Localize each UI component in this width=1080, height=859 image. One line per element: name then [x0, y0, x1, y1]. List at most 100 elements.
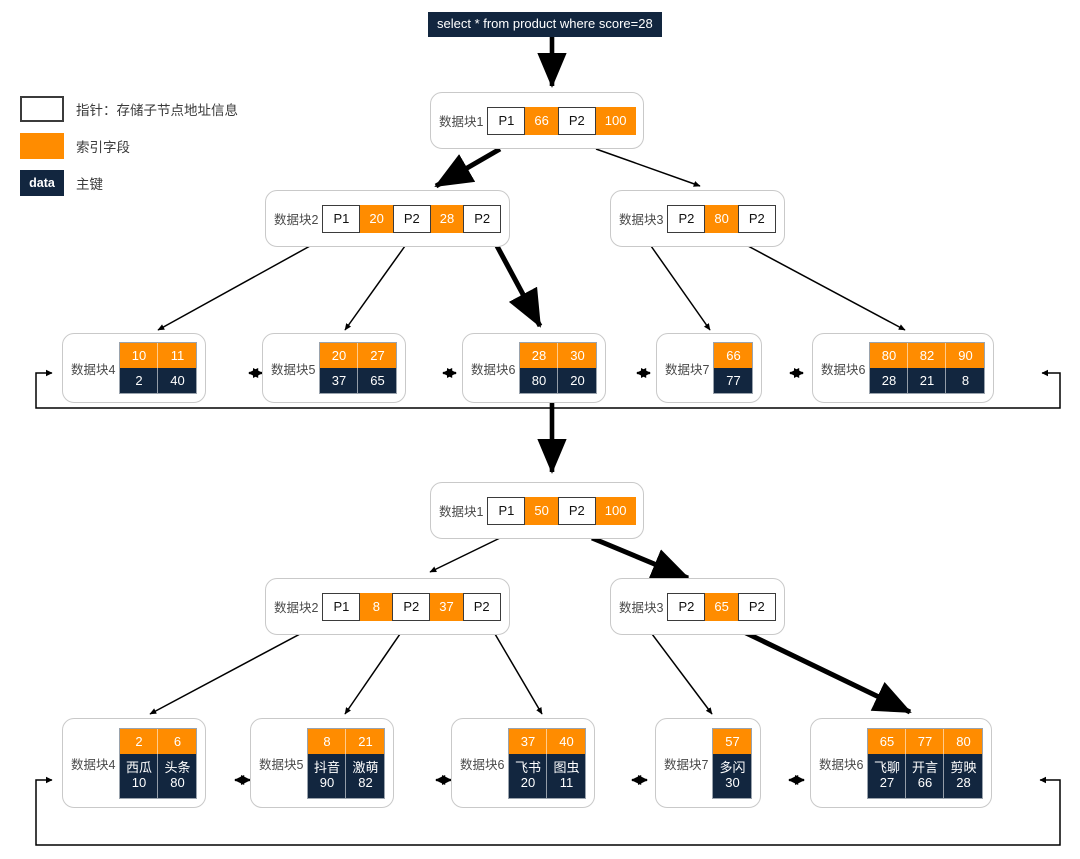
- leaf-key-cell: 80: [944, 728, 983, 754]
- record-name: 多闪: [719, 759, 746, 775]
- node-label: 数据块2: [274, 601, 319, 615]
- index-key-cell[interactable]: 100: [594, 496, 637, 525]
- node-label: 数据块5: [259, 757, 304, 772]
- pointer-cell[interactable]: P2: [557, 496, 596, 525]
- record-number: 20: [520, 774, 536, 790]
- leaf-key-cell: 6: [158, 728, 197, 754]
- leaf-value-cell: 20: [558, 368, 597, 393]
- leaf-value-row: 77: [714, 368, 753, 393]
- record-number: 90: [319, 774, 335, 790]
- leaf-key-cell: 30: [558, 343, 597, 368]
- pointer-cell[interactable]: P2: [462, 592, 501, 621]
- legend-item-pointer: 指针：存储子节点地址信息: [20, 96, 238, 122]
- index-key-cell[interactable]: 66: [524, 106, 559, 135]
- pointer-cell[interactable]: P2: [392, 592, 431, 621]
- node-label: 数据块1: [439, 115, 484, 129]
- pointer-cell[interactable]: P2: [667, 204, 706, 233]
- pointer-cell[interactable]: P2: [737, 592, 776, 621]
- record-number: 27: [879, 774, 895, 790]
- index-key-cell[interactable]: 50: [524, 496, 559, 525]
- pointer-cell[interactable]: P1: [322, 204, 361, 233]
- pointer-cell[interactable]: P1: [487, 106, 526, 135]
- record-number: 10: [131, 774, 147, 790]
- leaf-key-cell: 66: [714, 343, 753, 368]
- index-key-cell[interactable]: 20: [359, 204, 394, 233]
- index-key-cell[interactable]: 28: [429, 204, 465, 233]
- index-key-cell[interactable]: 65: [704, 592, 739, 621]
- node-label: 数据块4: [71, 757, 116, 772]
- pointer-cell[interactable]: P2: [392, 204, 431, 233]
- pointer-cell[interactable]: P2: [737, 204, 776, 233]
- leaf-key-cell: 21: [346, 728, 385, 754]
- leaf-value-cell: 2: [120, 368, 159, 393]
- record-name: 开言: [911, 759, 938, 775]
- leaf-key-cell: 8: [308, 728, 347, 754]
- pointer-cell[interactable]: P2: [463, 204, 502, 233]
- node-label: 数据块1: [439, 505, 484, 519]
- record-name: 抖音: [313, 759, 340, 775]
- node-label: 数据块7: [664, 757, 709, 772]
- legend-item-primary-key: data 主键: [20, 170, 103, 196]
- legend-swatch-pointer: [20, 96, 64, 122]
- leaf-key-cell: 2: [120, 728, 159, 754]
- pointer-cell[interactable]: P2: [557, 106, 596, 135]
- pointer-cell[interactable]: P2: [667, 592, 706, 621]
- index-key-cell[interactable]: 100: [594, 106, 637, 135]
- pointer-cell[interactable]: P1: [322, 592, 361, 621]
- index-key-cell[interactable]: 80: [704, 204, 739, 233]
- node-label: 数据块2: [274, 213, 319, 227]
- node-label: 数据块3: [619, 213, 664, 227]
- leaf-key-cell: 27: [358, 343, 397, 368]
- leaf-value-cell: 77: [714, 368, 753, 393]
- node-label: 数据块5: [271, 362, 316, 377]
- index-key-cell[interactable]: 8: [359, 592, 394, 621]
- pointer-cell[interactable]: P1: [487, 496, 526, 525]
- leaf-value-cell: 21: [908, 368, 947, 393]
- record-number: 11: [559, 774, 574, 790]
- record-name: 飞书: [514, 759, 541, 775]
- record-name: 剪映: [950, 759, 977, 775]
- index-key-cell[interactable]: 37: [429, 592, 464, 621]
- node-label: 数据块6: [471, 362, 516, 377]
- leaf-value-cell: 37: [320, 368, 359, 393]
- leaf-key-cell: 20: [320, 343, 359, 368]
